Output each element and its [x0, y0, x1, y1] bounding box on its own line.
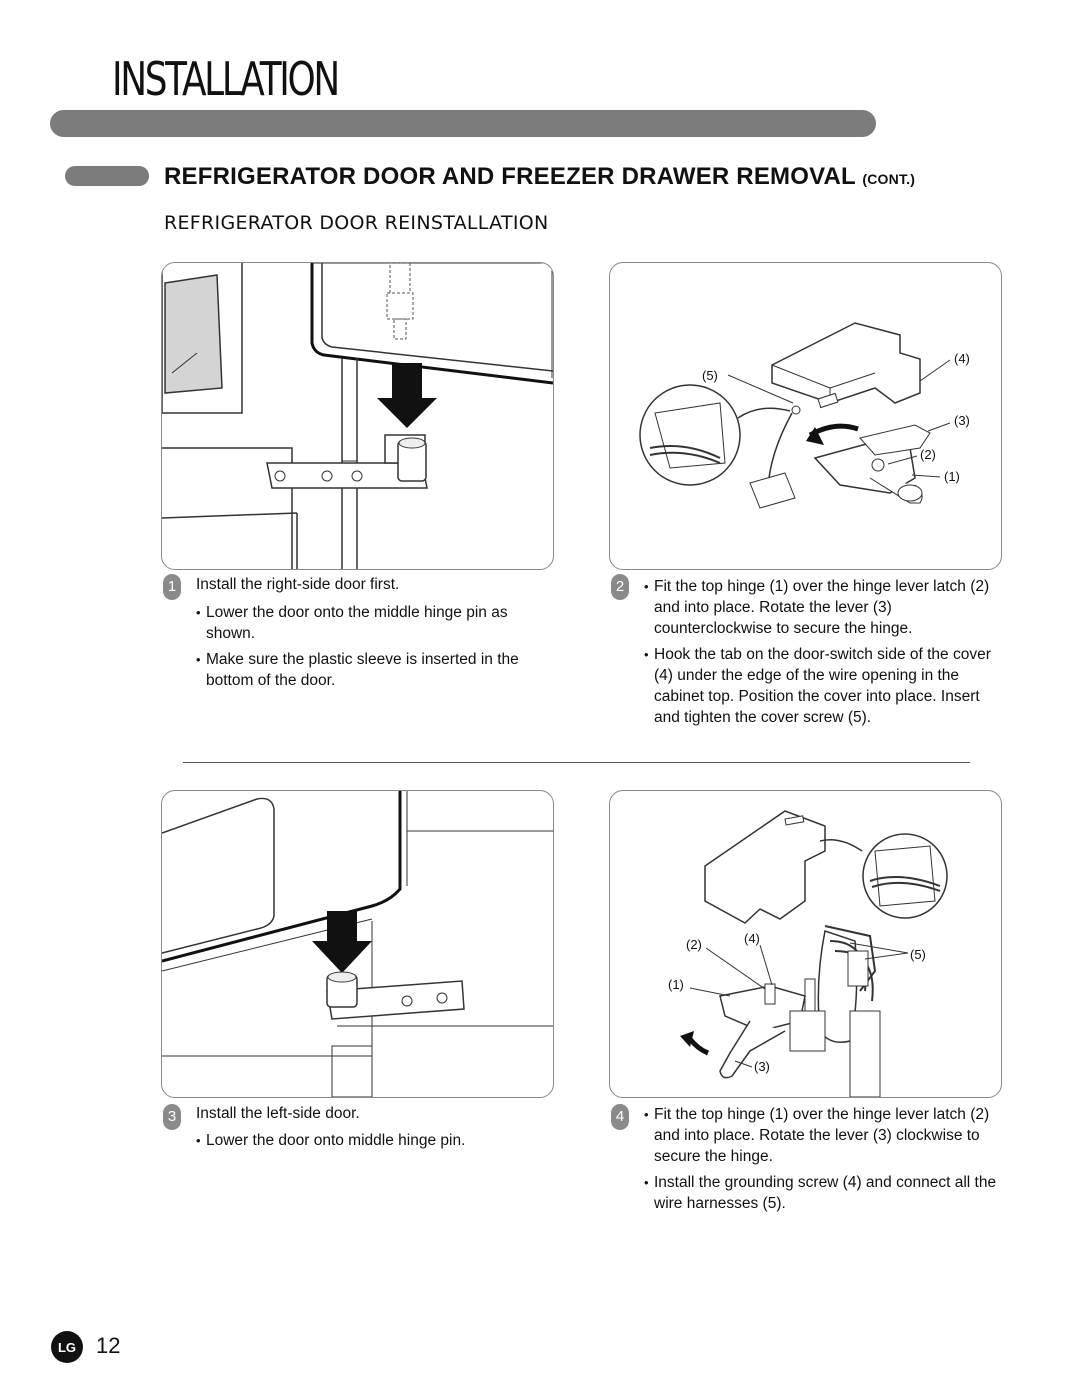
step-bullets: Lower the door onto middle hinge pin.: [196, 1130, 556, 1156]
section-title: REFRIGERATOR DOOR AND FREEZER DRAWER REM…: [164, 163, 915, 191]
lg-logo-text: LG: [58, 1340, 76, 1355]
bullet-item: Fit the top hinge (1) over the hinge lev…: [644, 576, 1006, 639]
step-number-badge: 2: [611, 574, 629, 600]
step-bullets: Fit the top hinge (1) over the hinge lev…: [644, 1104, 1006, 1219]
bullet-item: Lower the door onto the middle hinge pin…: [196, 602, 556, 644]
section-divider: [183, 762, 970, 763]
section-pill: [65, 166, 149, 186]
figure-step-4: (2) (4) (1) (5) (3): [609, 790, 1002, 1098]
callout-label: (3): [954, 413, 970, 428]
callout-label: (4): [744, 931, 760, 946]
page-number: 12: [96, 1333, 121, 1358]
subsection-title: REFRIGERATOR DOOR REINSTALLATION: [164, 212, 549, 234]
callout-label: (3): [754, 1059, 770, 1074]
figure-step-1: [161, 262, 554, 570]
bullet-item: Hook the tab on the door-switch side of …: [644, 644, 1006, 728]
callout-label: (1): [944, 469, 960, 484]
callout-label: (5): [702, 368, 718, 383]
step-number-badge: 4: [611, 1104, 629, 1130]
bullet-item: Install the grounding screw (4) and conn…: [644, 1172, 1006, 1214]
bullet-item: Make sure the plastic sleeve is inserted…: [196, 649, 556, 691]
top-hinge-cover-illustration: (5) (4) (3) (2) (1): [639, 322, 970, 509]
figure-step-2: (5) (4) (3) (2) (1): [609, 262, 1002, 570]
step-bullets: Fit the top hinge (1) over the hinge lev…: [644, 576, 1006, 733]
step-title: Install the left-side door.: [196, 1105, 360, 1122]
callout-label: (1): [668, 977, 684, 992]
step-title: Install the right-side door first.: [196, 576, 400, 593]
lg-logo-icon: LG: [51, 1331, 83, 1363]
section-title-text: REFRIGERATOR DOOR AND FREEZER DRAWER REM…: [164, 163, 856, 190]
figure-step-3: [161, 790, 554, 1098]
door-hinge-illustration-1: [162, 263, 553, 569]
chapter-title: INSTALLATION: [112, 52, 340, 106]
step-number-badge: 3: [163, 1104, 181, 1130]
callout-label: (4): [954, 351, 970, 366]
callout-label: (2): [920, 447, 936, 462]
bullet-item: Lower the door onto middle hinge pin.: [196, 1130, 556, 1151]
section-title-suffix: (CONT.): [862, 171, 916, 187]
door-hinge-illustration-3: [162, 791, 553, 1097]
callout-label: (5): [910, 947, 926, 962]
callout-label: (2): [686, 937, 702, 952]
step-bullets: Lower the door onto the middle hinge pin…: [196, 602, 556, 696]
grounding-screw-illustration: (2) (4) (1) (5) (3): [668, 810, 948, 1097]
step-number-badge: 1: [163, 574, 181, 600]
chapter-bar: [50, 110, 876, 137]
bullet-item: Fit the top hinge (1) over the hinge lev…: [644, 1104, 1006, 1167]
